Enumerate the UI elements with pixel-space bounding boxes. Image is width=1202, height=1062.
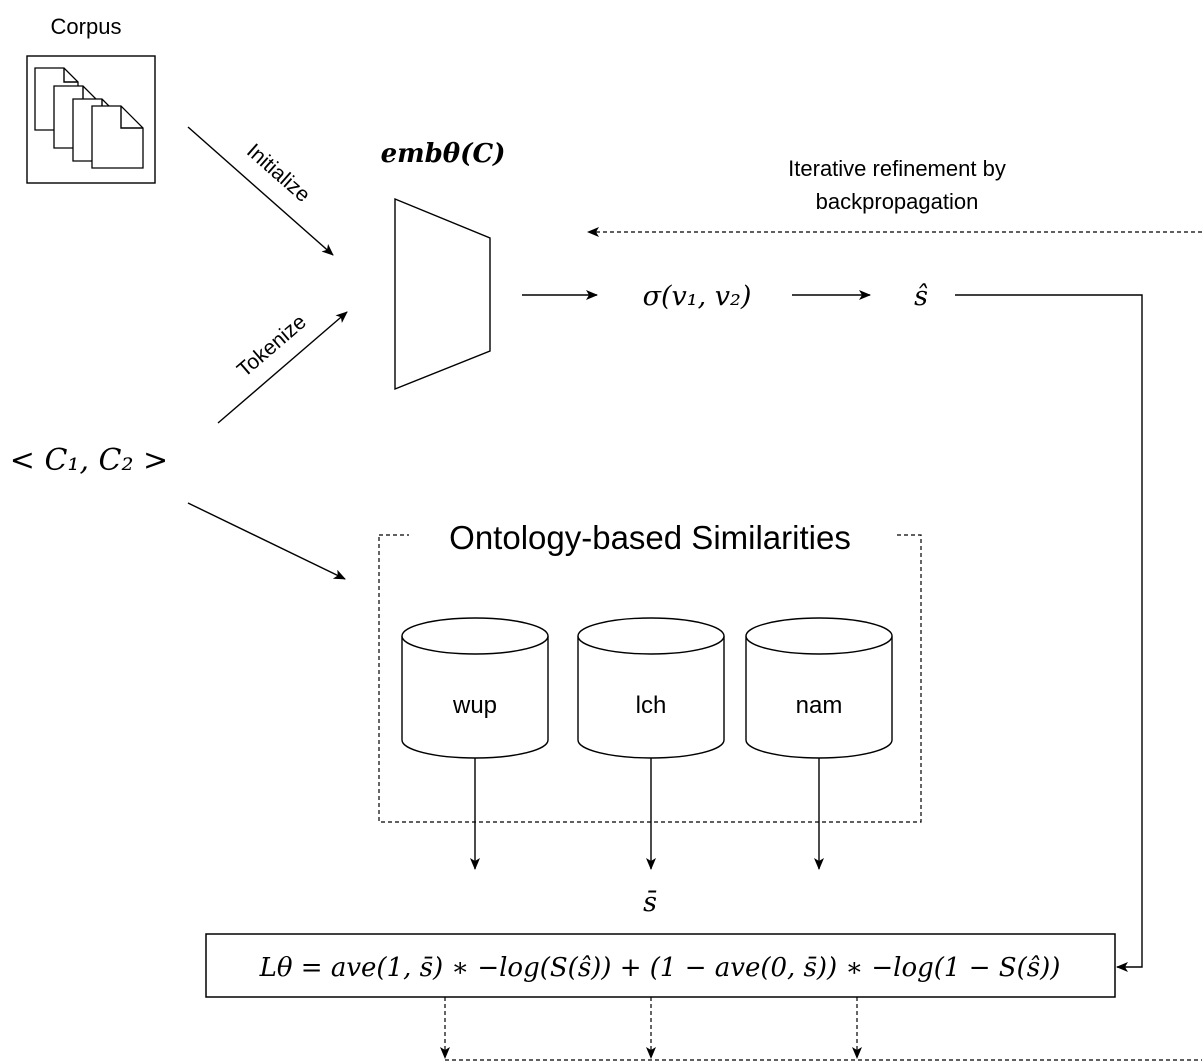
loss-formula: Lθ = ave(1, s̄) ∗ −log(S(ŝ)) + (1 − ave(… [259, 953, 1061, 983]
s-bar-label: s̄ [643, 887, 657, 918]
corpus-label: Corpus [51, 14, 122, 39]
tokenize-arrow [217, 311, 348, 424]
embedding-encoder [394, 197, 491, 391]
ontology-title: Ontology-based Similarities [449, 519, 851, 556]
measure-label-wup: wup [452, 692, 497, 719]
similarity-function: σ(v₁, v₂) [643, 281, 752, 312]
ontology-group-box [378, 534, 922, 823]
initialize-arrow [187, 126, 334, 256]
tokenize-label: Tokenize [233, 310, 311, 381]
feedback-label-line2: backpropagation [816, 189, 979, 214]
measure-label-lch: lch [636, 692, 667, 719]
s-hat-label: ŝ [914, 281, 928, 312]
ontology-input-arrow [187, 502, 346, 580]
measure-label-nam: nam [796, 692, 843, 719]
documents-icon [26, 55, 156, 184]
database-wup: wup [401, 617, 549, 759]
initialize-label: Initialize [242, 139, 314, 206]
database-nam: nam [745, 617, 893, 759]
embedding-label: embθ(C) [381, 139, 506, 169]
database-lch: lch [577, 617, 725, 759]
concept-pair-input: < C₁, C₂ > [10, 443, 168, 478]
feedback-label-line1: Iterative refinement by [788, 156, 1006, 181]
loss-box [205, 933, 1116, 998]
prediction-to-loss-connector [955, 294, 1143, 972]
